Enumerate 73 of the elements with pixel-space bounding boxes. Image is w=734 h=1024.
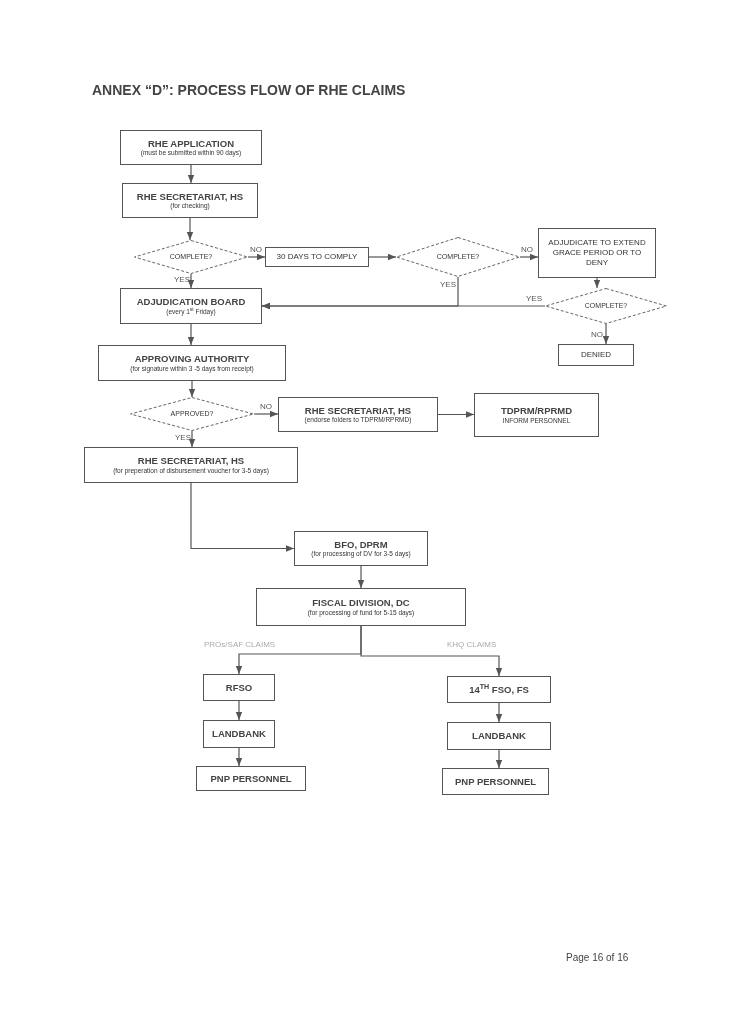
process-box xyxy=(196,766,306,791)
process-box xyxy=(265,247,369,267)
process-box xyxy=(278,397,438,432)
arrow xyxy=(253,410,279,418)
decision-diamond xyxy=(396,237,520,277)
arrow xyxy=(235,747,243,767)
arrow xyxy=(187,323,195,346)
process-box xyxy=(442,768,549,795)
step-title: RHE APPLICATION xyxy=(148,137,234,150)
step-title: RHE SECRETARIAT, HS xyxy=(136,190,244,203)
arrow xyxy=(187,164,195,184)
edge-label: NO xyxy=(591,331,603,339)
step-title: PNP PERSONNEL xyxy=(210,772,292,785)
decision-diamond xyxy=(545,288,667,324)
process-box xyxy=(203,674,275,701)
edge-label: YES xyxy=(526,295,542,303)
arrow xyxy=(360,625,503,677)
arrow xyxy=(186,217,194,241)
step-title: ADJUDICATE TO EXTEND GRACE PERIOD OR TO DENY xyxy=(547,238,647,268)
process-box xyxy=(294,531,428,566)
step-title: FISCAL DIVISION, DC xyxy=(312,597,410,609)
step-title: 14$^{TH}$ FSO, FS xyxy=(469,683,529,696)
diagram-title: ANNEX “D”: PROCESS FLOW OF RHE CLAIMS xyxy=(92,81,406,100)
process-box xyxy=(558,344,634,366)
edge-label: YES xyxy=(174,276,190,284)
process-box xyxy=(98,345,286,381)
arrow xyxy=(602,323,610,345)
step-title: RHE SECRETARIAT, HS xyxy=(304,404,412,417)
process-box xyxy=(122,183,258,218)
arrow xyxy=(187,273,195,289)
arrow xyxy=(188,380,196,398)
step-title: RFSO xyxy=(225,681,253,694)
arrow xyxy=(519,253,539,261)
process-box xyxy=(447,676,551,703)
arrow xyxy=(437,411,475,418)
decision-diamond xyxy=(130,397,254,431)
arrow xyxy=(495,702,503,723)
edge-label: PROs/SAF CLAIMS xyxy=(204,641,276,649)
edge-label: NO xyxy=(260,403,272,411)
step-title: DENIED xyxy=(580,350,612,360)
edge-label: KHQ CLAIMS xyxy=(447,641,497,649)
step-title: APPROVING AUTHORITY xyxy=(134,353,250,365)
process-box xyxy=(120,130,262,165)
arrow xyxy=(247,253,266,261)
process-box xyxy=(120,288,262,324)
process-box xyxy=(474,393,599,437)
process-box xyxy=(84,447,298,483)
arrow xyxy=(593,277,601,289)
arrow xyxy=(368,253,397,261)
process-box xyxy=(538,228,656,278)
page-number: Page 16 of 16 xyxy=(566,951,629,965)
step-title: LANDBANK xyxy=(212,728,266,740)
arrow xyxy=(188,430,196,448)
edge-label: NO xyxy=(521,246,533,254)
edge-label: NO xyxy=(250,246,262,254)
arrow xyxy=(357,565,365,589)
edge-label: YES xyxy=(175,434,191,442)
decision-diamond xyxy=(134,240,248,274)
arrow xyxy=(235,700,243,721)
arrow xyxy=(190,482,295,552)
step-title: PNP PERSONNEL xyxy=(454,775,537,788)
step-title: ADJUDICATION BOARD xyxy=(136,296,246,308)
step-title: 30 DAYS TO COMPLY xyxy=(276,252,358,262)
process-box xyxy=(447,722,551,750)
process-box xyxy=(256,588,466,626)
edge-label: YES xyxy=(440,281,456,289)
process-box xyxy=(203,720,275,748)
step-title: RHE SECRETARIAT, HS xyxy=(137,455,245,467)
arrow xyxy=(495,749,503,769)
step-title: LANDBANK xyxy=(472,730,526,742)
step-title: BFO, DPRM xyxy=(334,538,388,551)
arrow xyxy=(261,302,546,310)
step-title: TDPRM/RPRMD xyxy=(500,405,573,417)
